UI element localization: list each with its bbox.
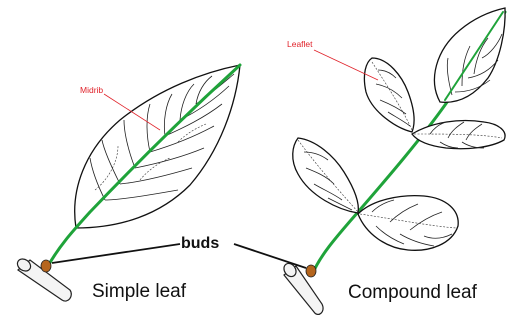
leaflet-upper-right <box>411 119 506 150</box>
compound-leaf-caption: Compound leaf <box>348 282 478 303</box>
compound-leaf <box>283 7 507 316</box>
buds-pointer-right <box>233 243 307 269</box>
simple-leaf-midrib <box>46 63 242 268</box>
leaflet-lower-right <box>357 194 459 251</box>
leaflet-middle-left <box>292 137 360 214</box>
midrib-pointer <box>103 93 161 131</box>
simple-leaf <box>16 63 242 302</box>
compound-leaf-bud <box>305 264 317 278</box>
buds-pointer-left <box>51 243 181 264</box>
leaflet-pointer <box>313 49 379 81</box>
leaflet-terminal <box>433 7 506 103</box>
midrib-label: Midrib <box>80 85 103 95</box>
leaflet-upper-left <box>363 57 415 133</box>
simple-leaf-bud <box>40 259 52 273</box>
simple-leaf-twig <box>16 258 72 302</box>
buds-label: buds <box>181 235 219 252</box>
simple-leaf-veins <box>89 73 235 201</box>
simple-leaf-caption: Simple leaf <box>92 281 187 302</box>
leaflet-label: Leaflet <box>287 39 313 49</box>
compound-leaf-twig <box>283 262 324 316</box>
